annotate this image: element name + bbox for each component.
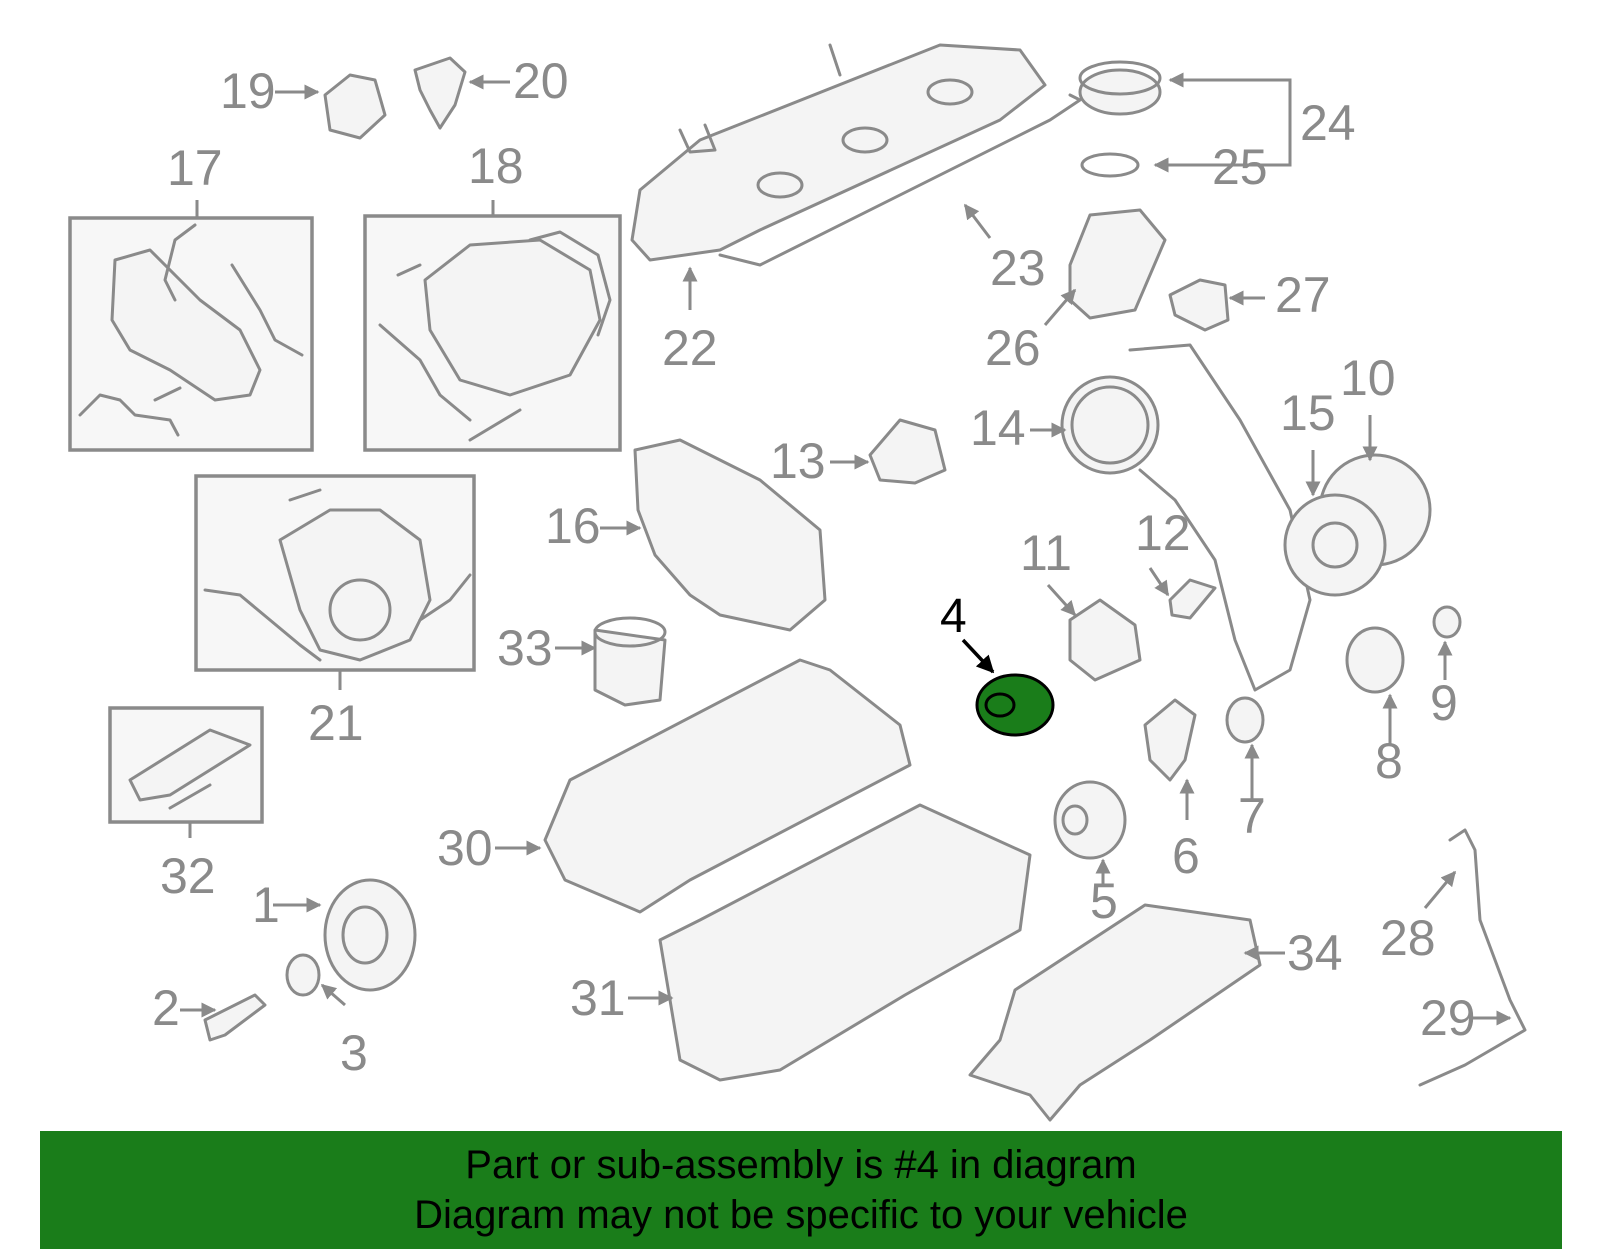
callout-23: 23 [990,240,1046,296]
callout-32: 32 [160,848,216,904]
part-13 [868,418,947,485]
callout-18: 18 [468,138,524,194]
part-26 [1068,208,1167,320]
callout-19: 19 [220,63,276,119]
part-5 [1053,780,1127,860]
part-27 [1168,278,1230,332]
callout-labels: 1 2 3 5 6 7 8 9 10 11 12 13 14 15 16 17 … [152,53,1476,1081]
callout-12: 12 [1135,505,1191,561]
callout-15: 15 [1280,385,1336,441]
callout-arrows [180,72,1512,1026]
dipstick-28-29 [1418,828,1527,1087]
callout-28: 28 [1380,910,1436,966]
valve-cover [630,43,1082,267]
timing-cover-kit-17 [68,216,314,452]
part-8 [1345,626,1405,694]
callout-9: 9 [1430,675,1458,731]
callout-20: 20 [513,53,569,109]
engine-parts-diagram: 1 2 3 5 6 7 8 9 10 11 12 13 14 15 16 17 … [68,43,1527,1122]
callout-2: 2 [152,980,180,1036]
oil-pump-16 [633,438,827,632]
callout-3: 3 [340,1025,368,1081]
callout-4-highlighted: 4 [940,590,967,643]
part-20 [413,56,467,130]
gasket-kit-21 [194,474,476,672]
oil-pan-31 [658,803,1032,1082]
callout-5: 5 [1090,873,1118,929]
oil-filter-33 [593,616,667,707]
callout-26: 26 [985,320,1041,376]
part-9 [1432,605,1462,639]
banner-line-2: Diagram may not be specific to your vehi… [414,1193,1188,1237]
callout-31: 31 [570,970,626,1026]
callout-17: 17 [167,140,223,196]
timing-belt-assembly [1060,343,1432,692]
callout-14: 14 [970,400,1026,456]
callout-34: 34 [1287,925,1343,981]
crank-pulley-1 [323,878,417,992]
callout-30: 30 [437,820,493,876]
callout-7: 7 [1238,788,1266,844]
callout-16: 16 [545,498,601,554]
callout-24: 24 [1300,95,1356,151]
oil-pan-30 [543,658,912,914]
part-11 [1068,598,1142,682]
sealant-kit-32 [108,706,264,824]
part-12 [1168,578,1217,620]
timing-cover-kit-18 [363,214,622,452]
washer-3 [285,953,321,997]
part-7 [1225,696,1265,744]
callout-25: 25 [1212,139,1268,195]
part-info-banner: Part or sub-assembly is #4 in diagram Di… [40,1131,1562,1249]
callout-13: 13 [770,433,826,489]
callout-22: 22 [662,320,718,376]
intake-manifold-34 [968,903,1262,1122]
banner-line-1: Part or sub-assembly is #4 in diagram [465,1143,1137,1187]
callout-11: 11 [1020,525,1072,581]
part-19 [323,73,387,140]
callout-33: 33 [497,620,553,676]
oil-filler-cap [1078,60,1162,178]
callout-1: 1 [252,877,280,933]
part-6 [1143,698,1197,782]
highlighted-part-4 [975,673,1055,737]
callout-10: 10 [1340,350,1396,406]
callout-21: 21 [308,695,364,751]
callout-27: 27 [1275,267,1331,323]
callout-6: 6 [1172,828,1200,884]
callout-29: 29 [1420,990,1476,1046]
callout-8: 8 [1375,733,1403,789]
bolt-2 [203,993,267,1042]
